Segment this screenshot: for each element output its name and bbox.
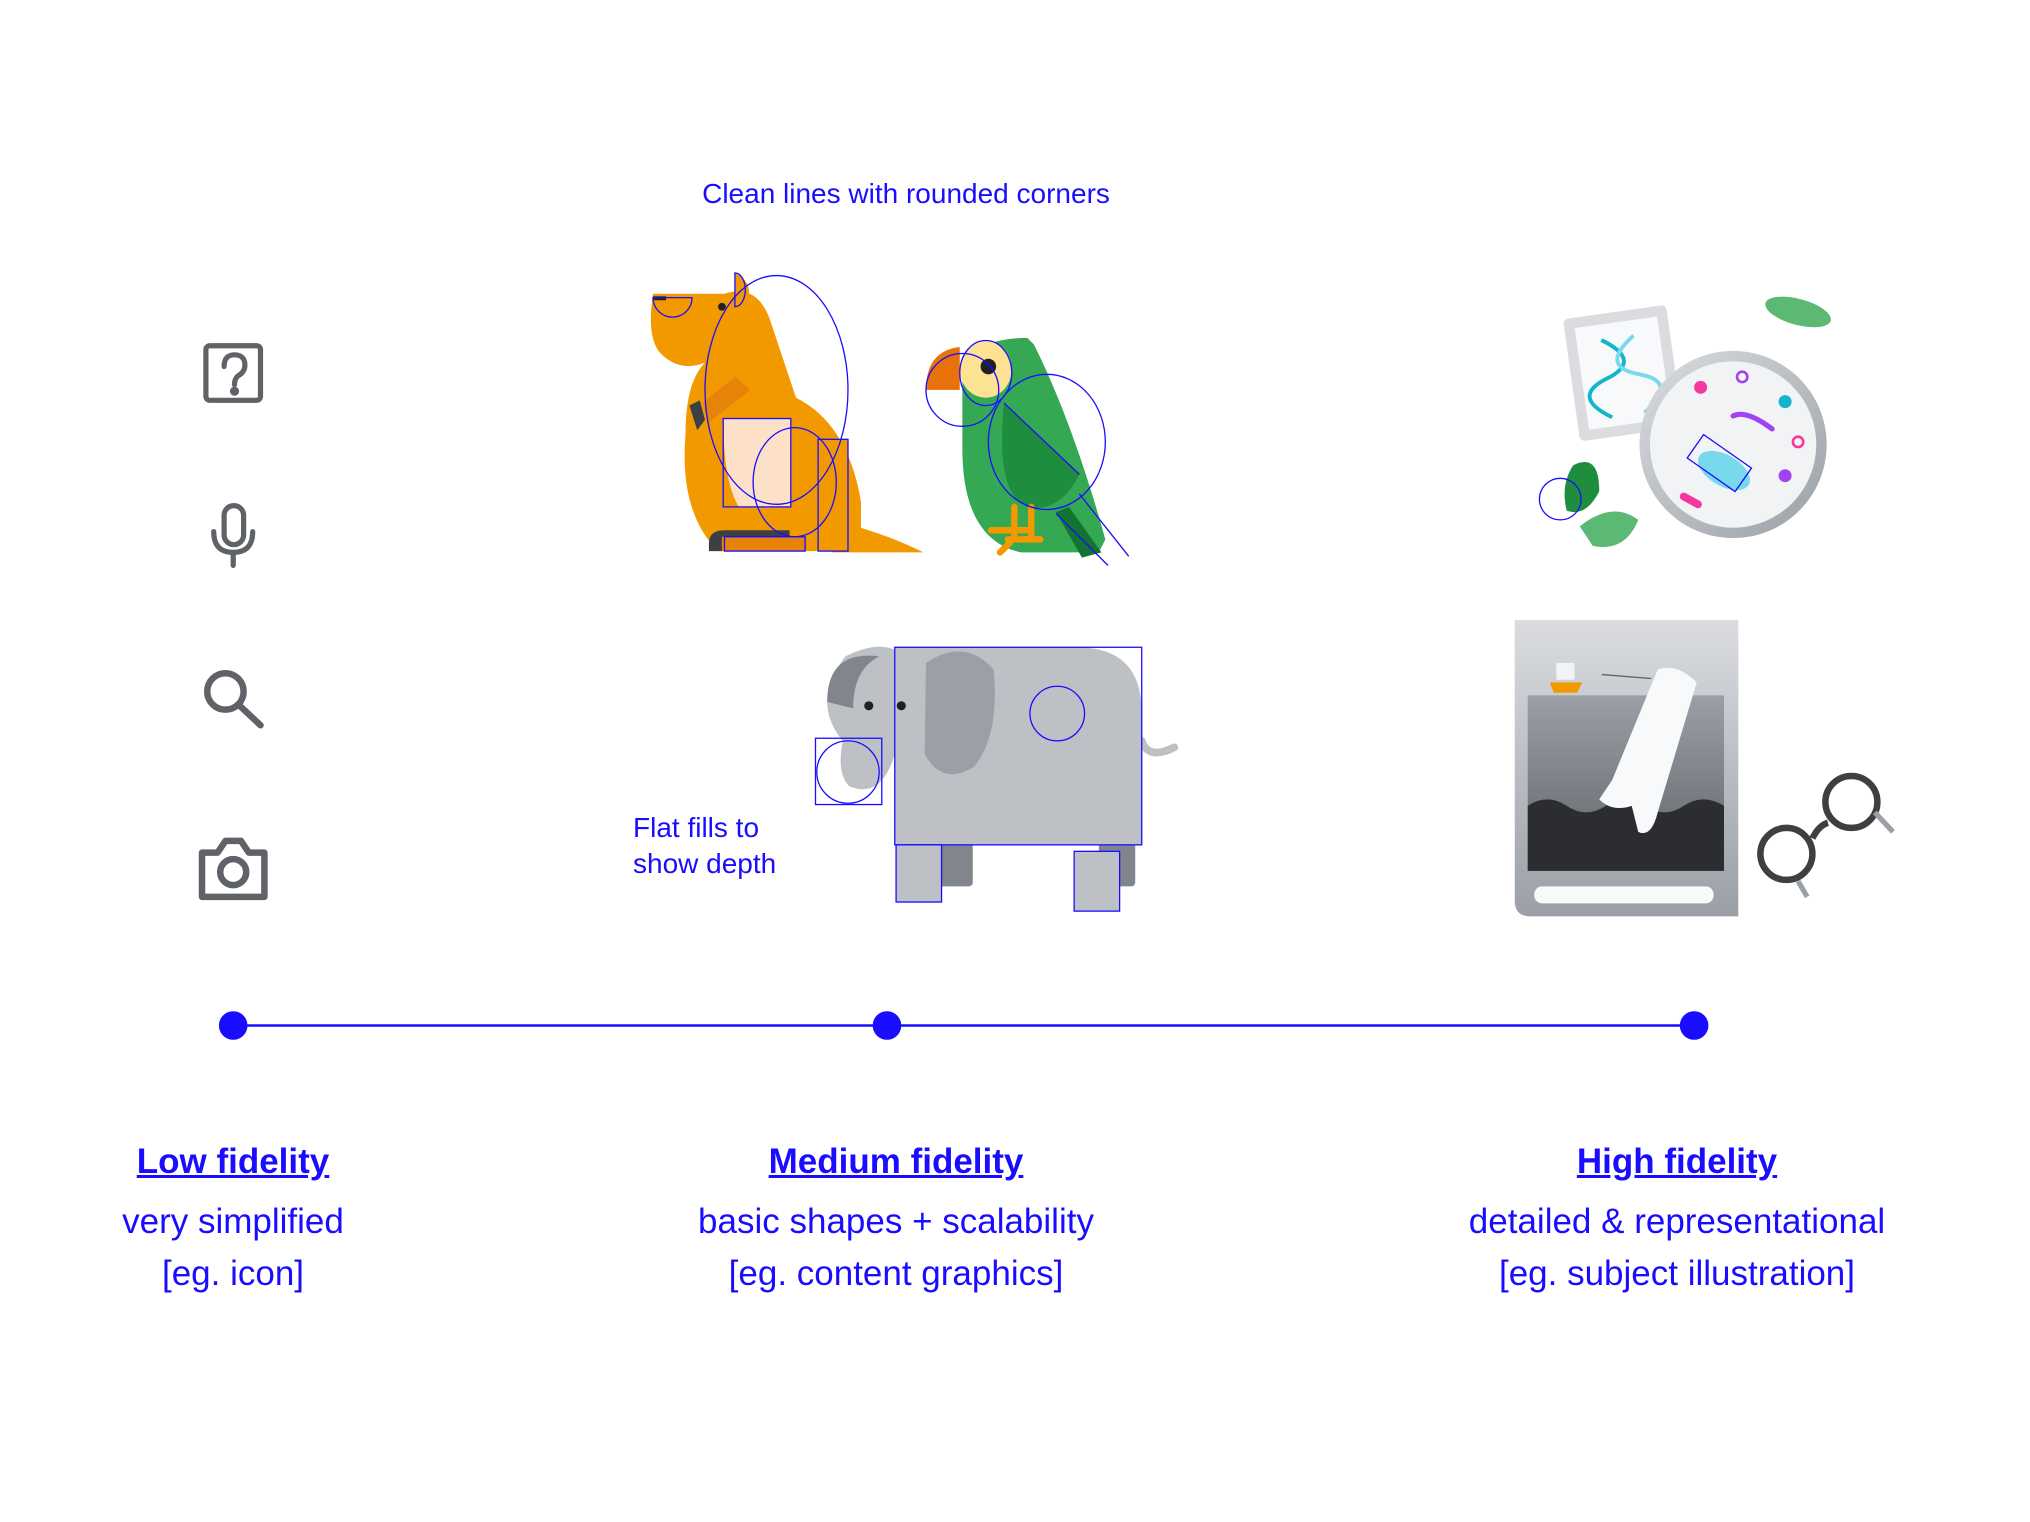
level-example: [eg. icon] [161, 1254, 305, 1293]
level-desc: very simplified [122, 1202, 344, 1241]
level-low: Low fidelity very simplified [eg. icon] [122, 1142, 344, 1300]
search-icon [203, 670, 264, 729]
flat-fills-line1: Flat fills to [633, 812, 760, 843]
level-medium: Medium fidelity basic shapes + scalabili… [698, 1142, 1094, 1300]
level-title: High fidelity [1576, 1142, 1778, 1181]
level-high: High fidelity detailed & representationa… [1469, 1142, 1885, 1300]
level-desc: basic shapes + scalability [698, 1202, 1094, 1241]
kangaroo-illustration [650, 272, 924, 553]
flat-fills-line2: show depth [633, 848, 777, 879]
microphone-icon [211, 503, 256, 568]
elephant-illustration [814, 646, 1179, 912]
level-example: [eg. content graphics] [728, 1254, 1064, 1293]
parrot-illustration [925, 337, 1130, 566]
glasses-illustration [1757, 772, 1895, 899]
book-illustration [1514, 619, 1739, 917]
level-desc: detailed & representational [1468, 1202, 1886, 1241]
clean-lines-annotation: Clean lines with rounded corners [702, 178, 1110, 209]
fidelity-timeline [218, 1011, 1709, 1040]
level-title: Medium fidelity [768, 1142, 1024, 1181]
flat-fills-annotation: Flat fills to show depth [633, 810, 776, 882]
level-title: Low fidelity [136, 1142, 330, 1181]
camera-icon [198, 837, 268, 901]
level-example: [eg. subject illustration] [1498, 1254, 1855, 1293]
science-illustration [1538, 296, 1831, 547]
help-box-icon [203, 343, 264, 403]
timeline-dot-low [218, 1011, 248, 1040]
timeline-dot-medium [872, 1011, 902, 1040]
timeline-dot-high [1679, 1011, 1709, 1040]
